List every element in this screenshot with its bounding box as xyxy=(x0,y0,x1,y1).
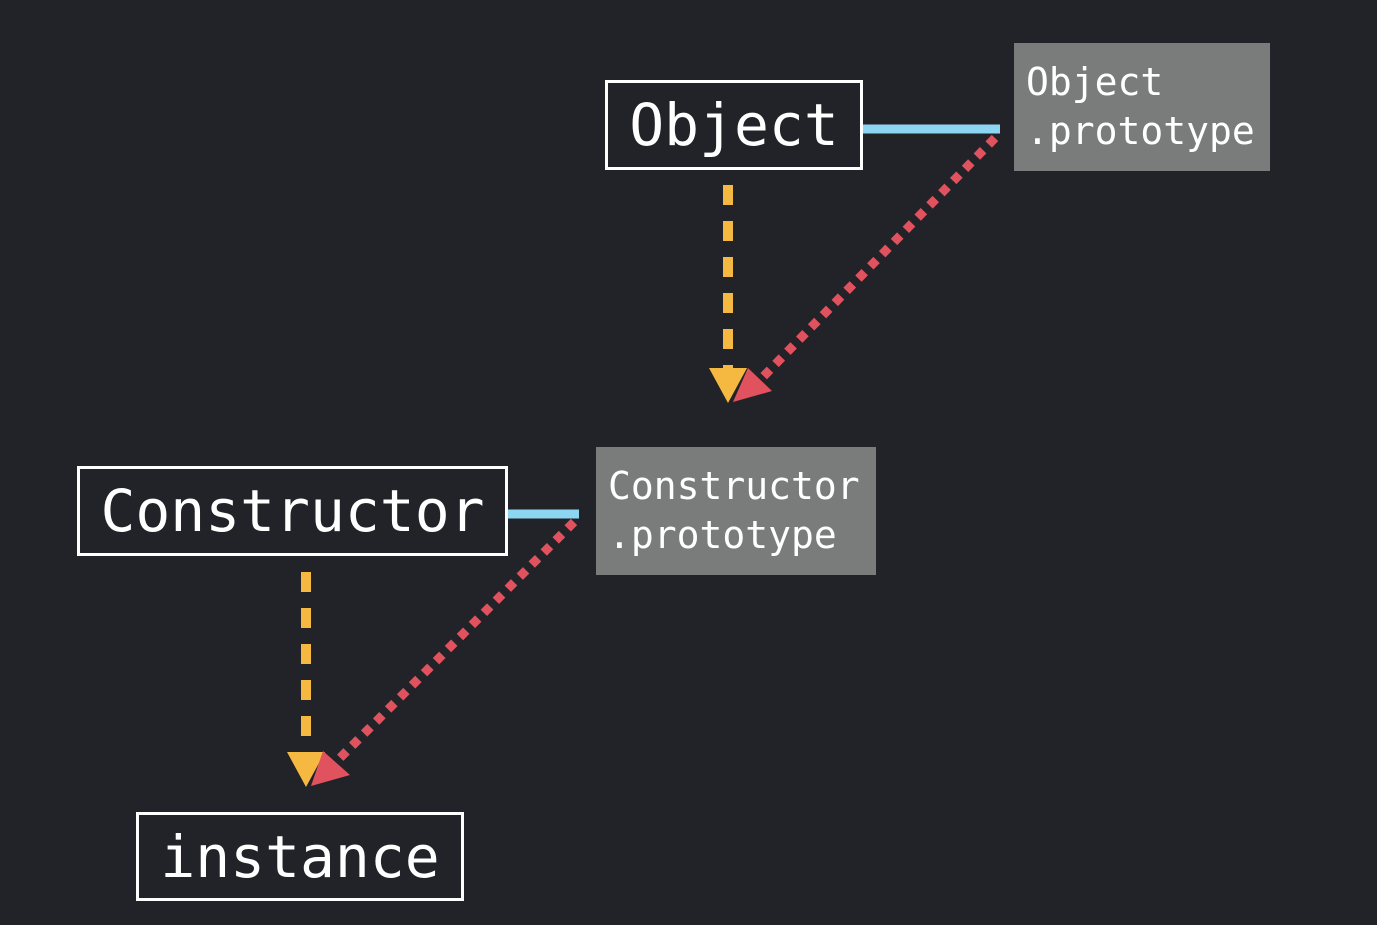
constructor-prototype-line2: .prototype xyxy=(608,513,837,557)
object-node-label: Object xyxy=(629,91,839,159)
object-prototype-line2: .prototype xyxy=(1026,109,1255,153)
constructor-node: Constructor xyxy=(77,466,508,556)
object-proto-to-constructor-proto-arrowhead xyxy=(733,368,772,402)
object-prototype-line1: Object xyxy=(1026,60,1164,105)
constructor-proto-to-instance-arrow xyxy=(330,518,578,768)
instance-node: instance xyxy=(136,812,464,901)
object-proto-to-constructor-proto-arrow xyxy=(756,134,999,384)
object-to-constructor-proto-arrowhead xyxy=(709,368,747,403)
object-prototype-node: Object .prototype xyxy=(1014,43,1270,171)
object-node: Object xyxy=(605,80,863,170)
constructor-prototype-line1: Constructor xyxy=(608,464,860,509)
constructor-proto-to-instance-arrowhead xyxy=(311,751,350,786)
constructor-to-instance-arrowhead xyxy=(287,752,325,787)
constructor-prototype-node: Constructor .prototype xyxy=(596,447,876,575)
constructor-node-label: Constructor xyxy=(100,477,485,545)
instance-node-label: instance xyxy=(160,822,440,891)
